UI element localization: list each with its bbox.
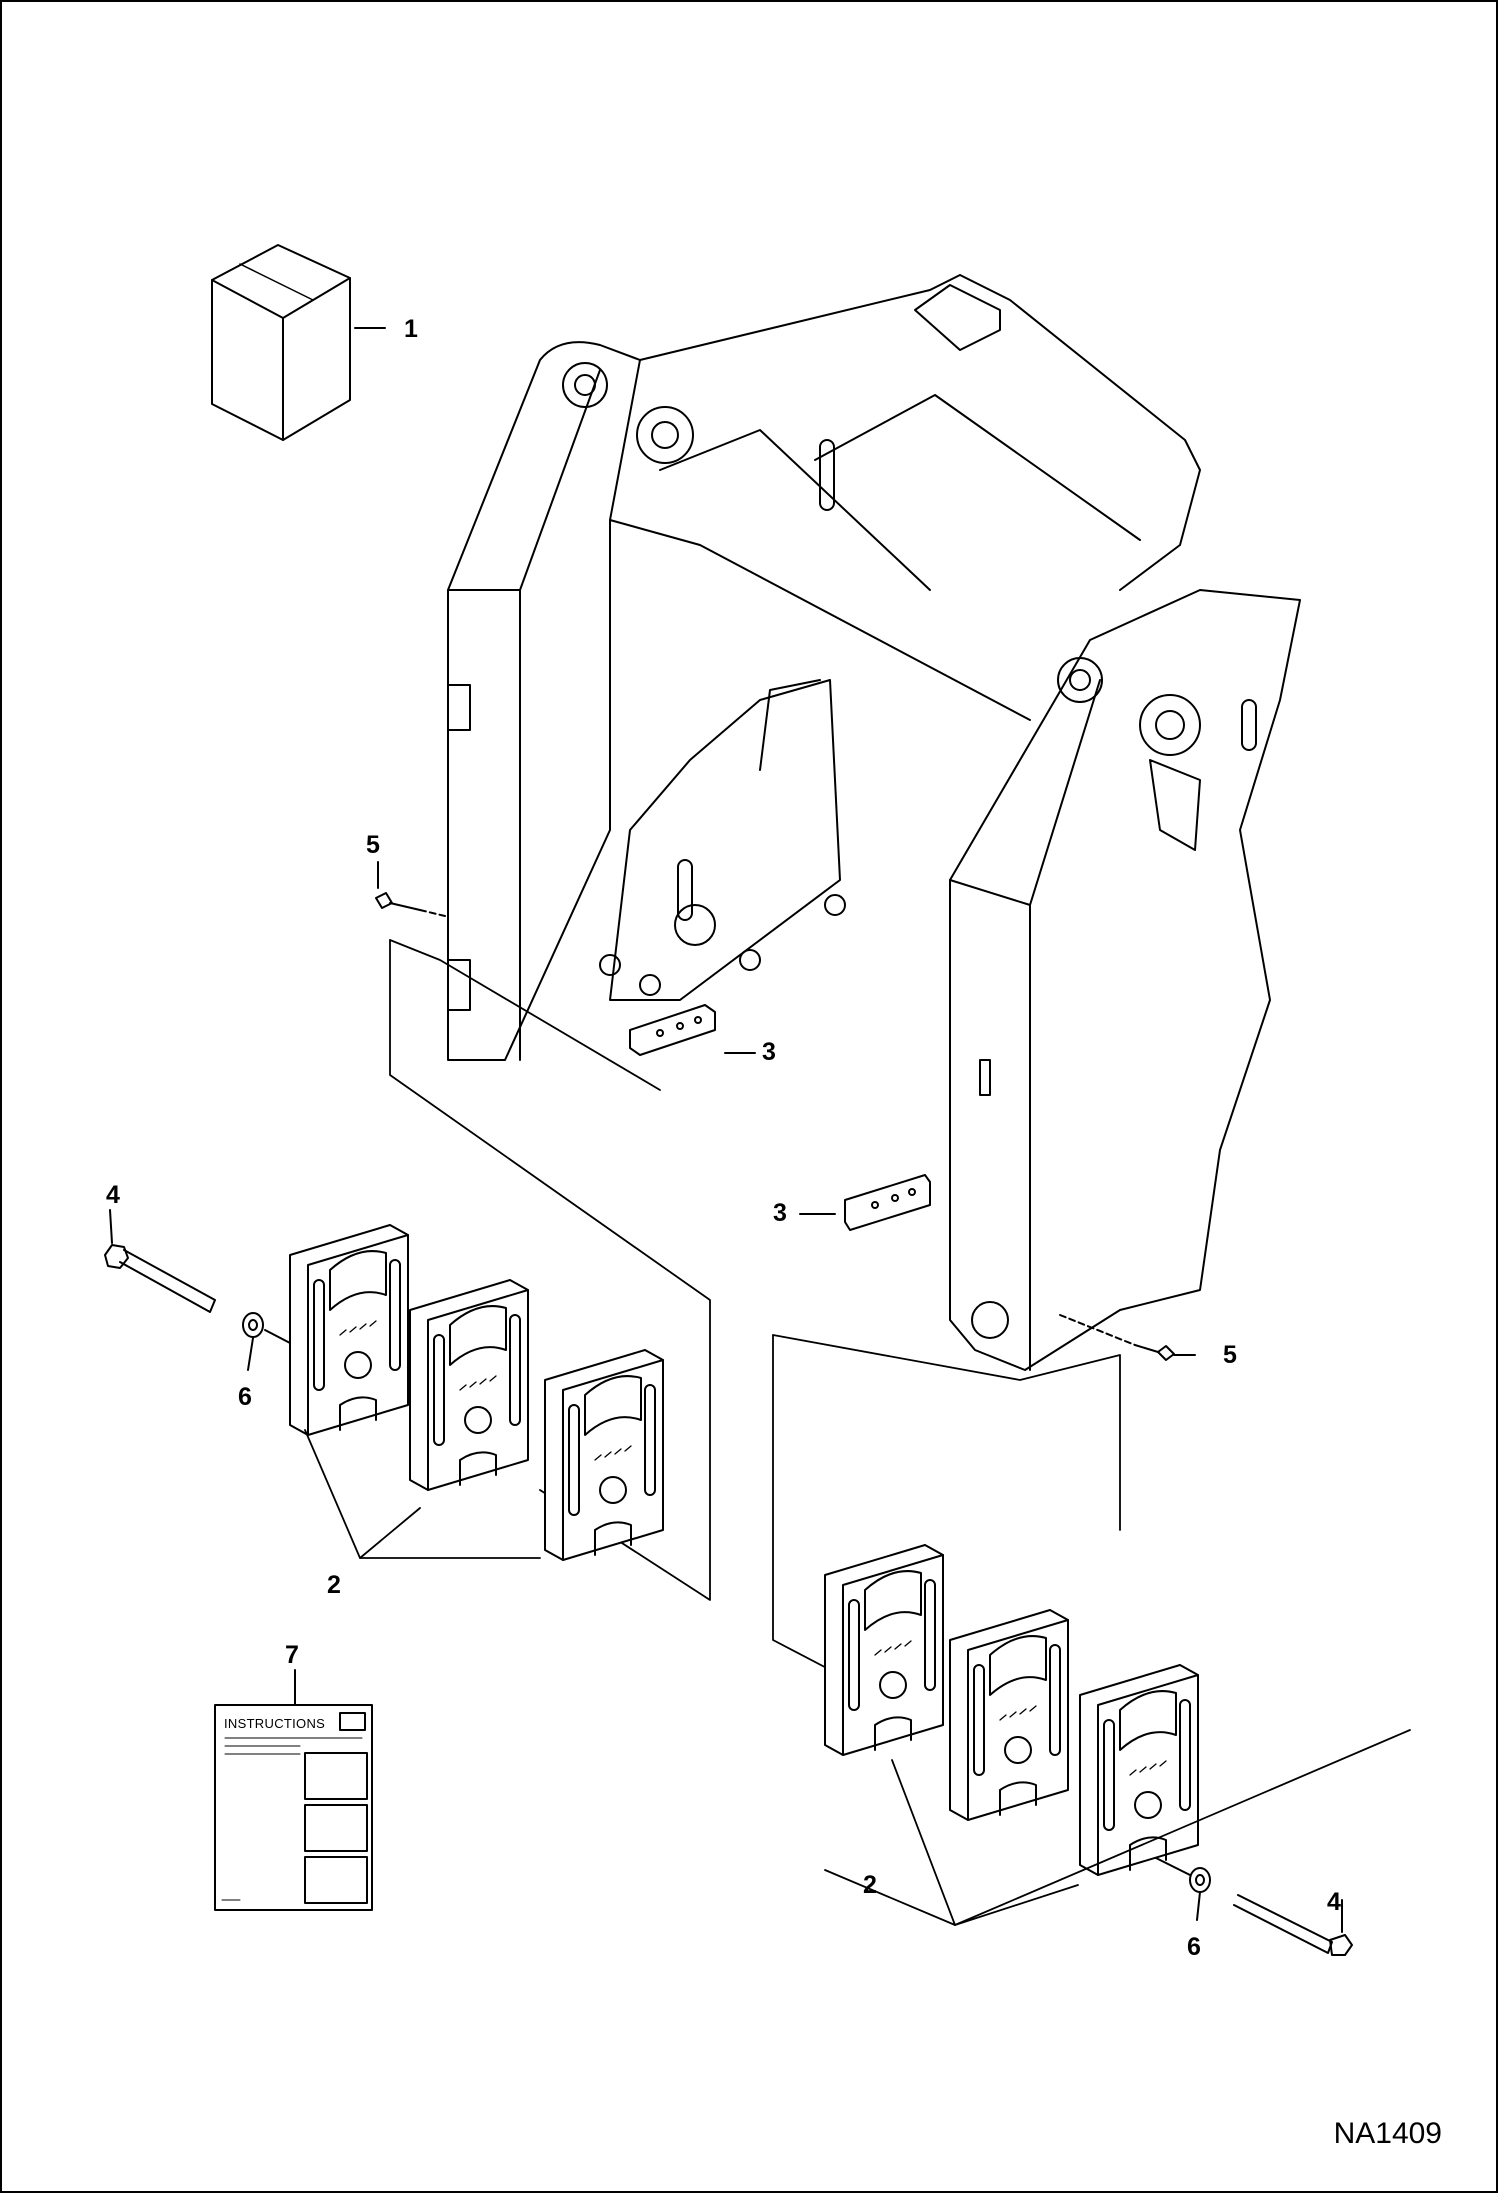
bolt-right-4: [1233, 1894, 1353, 1956]
bolt-right-5: [1059, 1314, 1196, 1361]
figure-id: NA1409: [1333, 2117, 1442, 2150]
counterweight: [949, 1609, 1069, 1821]
counterweight: [409, 1279, 529, 1491]
callout-5-left: 5: [366, 831, 380, 859]
leader-lines-2: [304, 1429, 1411, 1926]
callout-3-lower: 3: [773, 1199, 787, 1227]
loader-frame: [447, 274, 1301, 1371]
plate-right-3: [799, 1174, 931, 1231]
callout-1: 1: [404, 315, 418, 343]
callout-3-upper: 3: [762, 1038, 776, 1066]
callout-5-right: 5: [1223, 1341, 1237, 1369]
washer-right-6: [1149, 1854, 1211, 1921]
counterweight: [824, 1544, 944, 1756]
callout-4-right: 4: [1327, 1888, 1341, 1916]
callout-6-left: 6: [238, 1383, 252, 1411]
callout-2-right: 2: [863, 1871, 877, 1899]
washer-left-6: [242, 1312, 291, 1371]
counterweight: [289, 1224, 409, 1436]
counterweights-left: [289, 1224, 664, 1561]
callout-4-left: 4: [106, 1181, 120, 1209]
instruction-sheet-title: INSTRUCTIONS: [224, 1716, 326, 1731]
kit-box: [211, 244, 386, 441]
counterweight: [1079, 1664, 1199, 1876]
callout-7: 7: [285, 1641, 299, 1669]
callout-6-right: 6: [1187, 1933, 1201, 1961]
callout-2-left: 2: [327, 1571, 341, 1599]
bolt-left-4: [104, 1209, 216, 1313]
instruction-sheet: [214, 1669, 373, 1911]
assembly-bounds: [389, 939, 1121, 1676]
bolt-left-5: [375, 892, 446, 917]
plate-left-3: [629, 1004, 756, 1056]
counterweight: [544, 1349, 664, 1561]
counterweights-right: [824, 1544, 1199, 1876]
